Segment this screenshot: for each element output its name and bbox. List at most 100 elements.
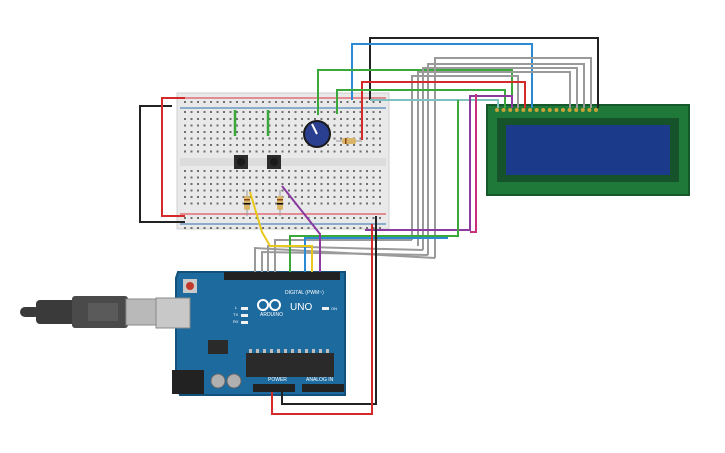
breadboard-hole bbox=[281, 189, 284, 192]
breadboard-hole bbox=[203, 124, 206, 127]
breadboard-hole bbox=[203, 131, 206, 133]
breadboard-hole bbox=[242, 137, 245, 140]
breadboard-hole bbox=[197, 196, 199, 198]
breadboard-hole bbox=[320, 202, 323, 205]
breadboard-hole bbox=[340, 227, 342, 229]
breadboard-hole bbox=[242, 170, 245, 172]
breadboard-hole bbox=[346, 111, 349, 113]
breadboard-hole bbox=[281, 137, 284, 140]
breadboard-hole bbox=[242, 144, 245, 146]
breadboard-hole bbox=[327, 176, 329, 179]
breadboard-hole bbox=[281, 101, 284, 103]
breadboard-hole bbox=[197, 101, 199, 103]
breadboard-hole bbox=[340, 131, 342, 133]
breadboard-hole bbox=[366, 131, 368, 133]
breadboard-hole bbox=[288, 170, 290, 172]
rx-label: RX bbox=[233, 319, 239, 324]
breadboard-hole bbox=[229, 170, 232, 172]
breadboard-hole bbox=[203, 217, 206, 219]
breadboard-hole bbox=[190, 183, 193, 185]
breadboard-hole bbox=[333, 183, 336, 185]
breadboard-hole bbox=[307, 189, 310, 192]
breadboard-hole bbox=[379, 124, 381, 127]
breadboard-hole bbox=[366, 144, 368, 146]
breadboard-hole bbox=[340, 170, 342, 172]
push-button-right[interactable] bbox=[267, 155, 281, 169]
breadboard-hole bbox=[184, 131, 186, 133]
breadboard-hole bbox=[223, 202, 225, 205]
breadboard-hole bbox=[229, 131, 232, 133]
breadboard-hole bbox=[288, 189, 290, 192]
breadboard-hole bbox=[353, 170, 355, 172]
breadboard-hole bbox=[327, 202, 329, 205]
breadboard-hole bbox=[327, 227, 329, 229]
breadboard-hole bbox=[359, 111, 362, 113]
potentiometer[interactable] bbox=[303, 120, 331, 148]
breadboard-hole bbox=[301, 150, 303, 153]
breadboard-hole bbox=[210, 183, 212, 185]
lcd-screen bbox=[506, 125, 670, 175]
breadboard-hole bbox=[249, 144, 251, 146]
breadboard-hole bbox=[249, 189, 251, 192]
lcd-pin bbox=[594, 108, 598, 112]
breadboard-hole bbox=[366, 202, 368, 205]
breadboard-hole bbox=[372, 150, 375, 153]
breadboard-hole bbox=[275, 111, 277, 113]
breadboard-hole bbox=[262, 150, 264, 153]
breadboard-hole bbox=[294, 217, 297, 219]
lcd-pin bbox=[567, 108, 572, 112]
breadboard-hole bbox=[197, 144, 199, 146]
lcd-pin bbox=[495, 108, 499, 112]
push-button-left[interactable] bbox=[234, 155, 248, 169]
breadboard-hole bbox=[346, 227, 349, 229]
breadboard-hole bbox=[216, 183, 219, 185]
lcd-pin bbox=[541, 108, 546, 112]
breadboard-hole bbox=[210, 227, 212, 229]
breadboard-hole bbox=[275, 131, 277, 133]
breadboard-hole bbox=[223, 170, 225, 172]
power-jack bbox=[172, 370, 204, 394]
breadboard-hole bbox=[223, 217, 225, 219]
breadboard-hole bbox=[242, 176, 245, 179]
breadboard-hole bbox=[346, 118, 349, 120]
breadboard-hole bbox=[197, 189, 199, 192]
breadboard-hole bbox=[301, 217, 303, 219]
breadboard-hole bbox=[333, 144, 336, 146]
breadboard-hole bbox=[236, 131, 238, 133]
breadboard-hole bbox=[288, 131, 290, 133]
breadboard-hole bbox=[184, 144, 186, 146]
breadboard-hole bbox=[203, 183, 206, 185]
breadboard-hole bbox=[236, 183, 238, 185]
breadboard-hole bbox=[242, 227, 245, 229]
breadboard-hole bbox=[197, 183, 199, 185]
breadboard-hole bbox=[379, 150, 381, 153]
breadboard-hole bbox=[242, 124, 245, 127]
breadboard-hole bbox=[353, 176, 355, 179]
breadboard-hole bbox=[262, 217, 264, 219]
breadboard-hole bbox=[314, 196, 316, 198]
breadboard-hole bbox=[249, 150, 251, 153]
breadboard-hole bbox=[320, 176, 323, 179]
breadboard-hole bbox=[255, 202, 258, 205]
breadboard-hole bbox=[372, 189, 375, 192]
breadboard-hole bbox=[379, 131, 381, 133]
lcd-pin bbox=[587, 108, 592, 112]
breadboard-hole bbox=[346, 124, 349, 127]
breadboard-hole bbox=[314, 170, 316, 172]
breadboard-hole bbox=[223, 131, 225, 133]
breadboard-hole bbox=[333, 118, 336, 120]
breadboard-hole bbox=[210, 196, 212, 198]
breadboard-hole bbox=[346, 131, 349, 133]
breadboard-hole bbox=[210, 124, 212, 127]
breadboard-hole bbox=[327, 217, 329, 219]
breadboard-hole bbox=[275, 202, 277, 205]
breadboard-hole bbox=[366, 183, 368, 185]
lcd-pin bbox=[561, 108, 565, 112]
breadboard-hole bbox=[294, 196, 297, 198]
breadboard-hole bbox=[216, 227, 219, 229]
breadboard-hole bbox=[223, 137, 225, 140]
breadboard-hole bbox=[203, 101, 206, 103]
breadboard-hole bbox=[366, 170, 368, 172]
breadboard-hole bbox=[249, 217, 251, 219]
breadboard-hole bbox=[307, 118, 310, 120]
